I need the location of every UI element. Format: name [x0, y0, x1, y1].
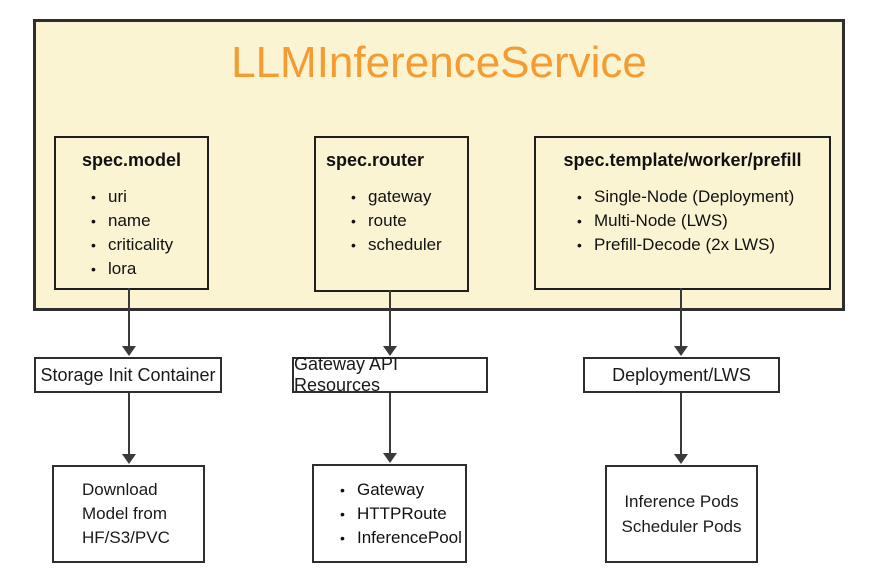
deployment-lws-label: Deployment/LWS: [612, 364, 751, 385]
spec-template-item: Prefill-Decode (2x LWS): [577, 233, 829, 257]
diagram-title: LLMInferenceService: [231, 38, 647, 87]
gateway-api-resources-box: Gateway API Resources: [292, 354, 488, 395]
spec-router-box: spec.router gateway route scheduler: [314, 136, 469, 292]
spec-model-header: spec.model: [81, 150, 182, 170]
spec-template-item: Single-Node (Deployment): [577, 185, 829, 209]
spec-router-list: gateway route scheduler: [316, 185, 467, 257]
inference-pods-box: Inference Pods Scheduler Pods: [605, 465, 758, 563]
spec-router-item: scheduler: [351, 233, 467, 257]
arrow-head-icon: [383, 453, 397, 463]
download-model-line: HF/S3/PVC: [82, 528, 170, 547]
spec-template-box: spec.template/worker/prefill Single-Node…: [534, 136, 831, 290]
storage-init-container-label: Storage Init Container: [40, 364, 216, 385]
spec-template-header: spec.template/worker/prefill: [563, 150, 802, 170]
download-model-line: Download: [82, 480, 158, 499]
llm-inference-service-container: LLMInferenceService spec.model uri name …: [33, 19, 845, 311]
gateway-resources-list: Gateway HTTPRoute InferencePool: [314, 478, 465, 550]
gateway-api-resources-label: Gateway API Resources: [294, 354, 399, 395]
arrow-spec-model-to-storage-init: [122, 288, 136, 356]
spec-router-item: gateway: [351, 185, 467, 209]
deployment-lws-box: Deployment/LWS: [583, 357, 780, 393]
download-model-box: Download Model from HF/S3/PVC: [52, 465, 205, 563]
arrow-storage-init-to-download: [122, 393, 136, 464]
spec-router-item: route: [351, 209, 467, 233]
arrow-head-icon: [122, 454, 136, 464]
spec-model-item: criticality: [91, 233, 207, 257]
spec-model-item: lora: [91, 257, 207, 281]
spec-template-item: Multi-Node (LWS): [577, 209, 829, 233]
spec-router-header: spec.router: [326, 150, 425, 170]
arrow-deployment-to-pods: [674, 393, 688, 464]
arrow-spec-router-to-gateway-api: [383, 290, 397, 356]
spec-template-list: Single-Node (Deployment) Multi-Node (LWS…: [536, 185, 829, 257]
gateway-resource-item: InferencePool: [340, 526, 465, 550]
inference-pods-line: Scheduler Pods: [621, 517, 742, 536]
gateway-resources-list-box: Gateway HTTPRoute InferencePool: [312, 464, 467, 563]
spec-model-item: name: [91, 209, 207, 233]
spec-model-list: uri name criticality lora: [56, 185, 207, 281]
gateway-resource-item: Gateway: [340, 478, 465, 502]
spec-model-box: spec.model uri name criticality lora: [54, 136, 209, 290]
storage-init-container-box: Storage Init Container: [34, 357, 222, 393]
arrow-head-icon: [674, 346, 688, 356]
inference-pods-line: Inference Pods: [624, 492, 739, 511]
download-model-line: Model from: [82, 504, 168, 523]
spec-model-item: uri: [91, 185, 207, 209]
arrow-head-icon: [122, 346, 136, 356]
arrow-gateway-api-to-resources: [383, 393, 397, 463]
arrow-head-icon: [383, 346, 397, 356]
arrow-head-icon: [674, 454, 688, 464]
gateway-resource-item: HTTPRoute: [340, 502, 465, 526]
arrow-spec-template-to-deployment: [674, 288, 688, 356]
